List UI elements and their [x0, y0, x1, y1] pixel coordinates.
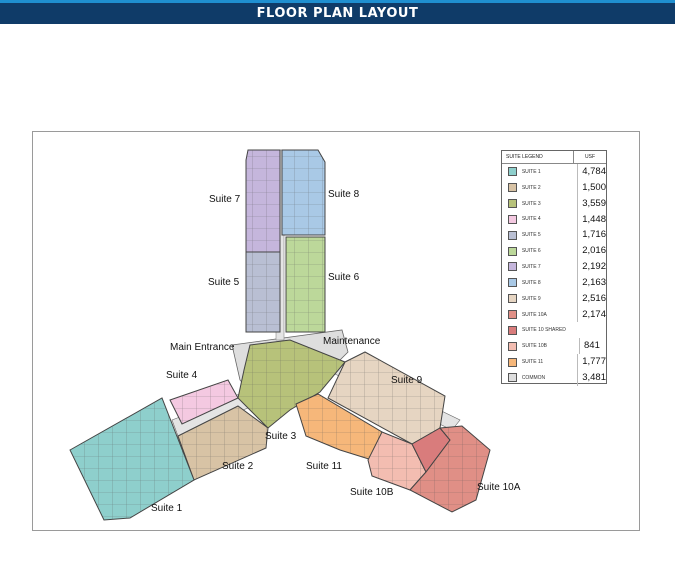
legend-row-name: SUITE 2: [521, 184, 541, 191]
legend-swatch: [508, 214, 517, 224]
legend-swatch: [508, 373, 517, 383]
page-title: FLOOR PLAN LAYOUT: [256, 6, 419, 21]
legend-row: SUITE 5 1,716: [502, 227, 606, 244]
suite-3-area: [237, 339, 346, 429]
legend-row: SUITE 2 1,500: [502, 179, 606, 196]
legend-swatch: [508, 246, 517, 256]
legend-row-name: SUITE 8: [521, 279, 541, 286]
legend-row: SUITE 9 2,516: [502, 290, 606, 307]
suite-7-area: [245, 149, 281, 253]
legend-row-name: COMMON: [521, 374, 546, 381]
legend-row-usf: 1,777: [577, 354, 606, 370]
legend-row-usf: 2,016: [577, 243, 606, 260]
label-main-entrance: Main Entrance: [170, 342, 235, 353]
suite-10b-area: [367, 431, 427, 491]
legend-row-usf: 4,784: [577, 164, 606, 180]
legend-row: SUITE 1 4,784: [502, 164, 606, 180]
legend-row-name: SUITE 4: [521, 216, 541, 223]
suite-legend: SUITE LEGEND USF SUITE 1 4,784 SUITE 2 1,5…: [501, 150, 607, 386]
label-suite-10b: Suite 10B: [350, 487, 394, 498]
legend-swatch: [508, 325, 517, 335]
legend-row-usf: 3,559: [577, 195, 606, 212]
suite-5-area: [245, 251, 281, 333]
legend-row-name: SUITE 7: [521, 263, 541, 270]
suite-4-area: [169, 379, 239, 425]
legend-row: SUITE 11 1,777: [502, 354, 606, 370]
legend-row-name: SUITE 10 SHARED: [522, 327, 566, 334]
header-bar: FLOOR PLAN LAYOUT: [0, 0, 675, 24]
legend-row-name: SUITE 5: [521, 232, 541, 239]
legend-row: SUITE 3 3,559: [502, 195, 606, 212]
label-suite-10a: Suite 10A: [477, 482, 521, 493]
label-maintenance: Maintenance: [323, 336, 381, 347]
label-suite-11: Suite 11: [306, 461, 342, 472]
legend-swatch: [508, 294, 517, 304]
legend-header-name: SUITE LEGEND: [502, 151, 574, 163]
legend-row-usf: 1,448: [577, 211, 606, 228]
legend-header: SUITE LEGEND USF: [502, 151, 606, 164]
suite-1-area: [69, 397, 195, 521]
legend-row: SUITE 10B 841: [502, 338, 606, 355]
legend-swatch: [508, 357, 517, 367]
legend-row-usf: 2,163: [577, 274, 606, 291]
legend-header-usf: USF: [585, 154, 595, 160]
legend-row-name: SUITE 10B: [522, 343, 548, 350]
legend-row: SUITE 4 1,448: [502, 211, 606, 228]
suite-8-area: [281, 149, 326, 236]
legend-row-usf: 1,716: [577, 227, 606, 244]
legend-row-name: SUITE 6: [521, 248, 541, 255]
legend-swatch: [508, 341, 517, 351]
legend-row-name: SUITE 9: [521, 295, 541, 302]
legend-row-name: SUITE 10A: [521, 311, 547, 318]
legend-row: SUITE 6 2,016: [502, 243, 606, 260]
suite-10a-area: [409, 425, 491, 513]
legend-row: SUITE 10A 2,174: [502, 306, 606, 323]
legend-row: SUITE 7 2,192: [502, 259, 606, 275]
legend-row-usf: 1,500: [577, 179, 606, 196]
legend-row-usf: 841: [579, 338, 606, 355]
suite-6-area: [285, 236, 326, 333]
label-suite-4: Suite 4: [166, 370, 198, 381]
legend-row: SUITE 8 2,163: [502, 274, 606, 291]
legend-row-name: SUITE 11: [521, 359, 544, 366]
label-suite-9: Suite 9: [391, 375, 423, 386]
legend-row-name: SUITE 1: [521, 168, 541, 175]
label-suite-3: Suite 3: [265, 431, 297, 442]
legend-swatch: [508, 183, 517, 193]
label-suite-1: Suite 1: [151, 503, 183, 514]
legend-swatch: [508, 167, 517, 177]
legend-swatch: [508, 278, 517, 288]
legend-swatch: [508, 310, 517, 320]
legend-row-usf: 2,192: [577, 259, 606, 275]
legend-swatch: [508, 199, 517, 209]
legend-row-usf: 2,174: [577, 306, 606, 323]
legend-row: SUITE 10 SHARED: [502, 322, 606, 338]
legend-row-usf: 2,516: [577, 290, 606, 307]
label-suite-7: Suite 7: [209, 194, 241, 205]
label-suite-2: Suite 2: [222, 461, 254, 472]
legend-row: COMMON 3,481: [502, 369, 606, 386]
label-suite-5: Suite 5: [208, 277, 240, 288]
label-suite-8: Suite 8: [328, 189, 360, 200]
legend-swatch: [508, 262, 517, 272]
legend-row-name: SUITE 3: [521, 200, 541, 207]
label-suite-6: Suite 6: [328, 272, 360, 283]
legend-row-usf: 3,481: [577, 369, 606, 386]
legend-swatch: [508, 230, 517, 240]
